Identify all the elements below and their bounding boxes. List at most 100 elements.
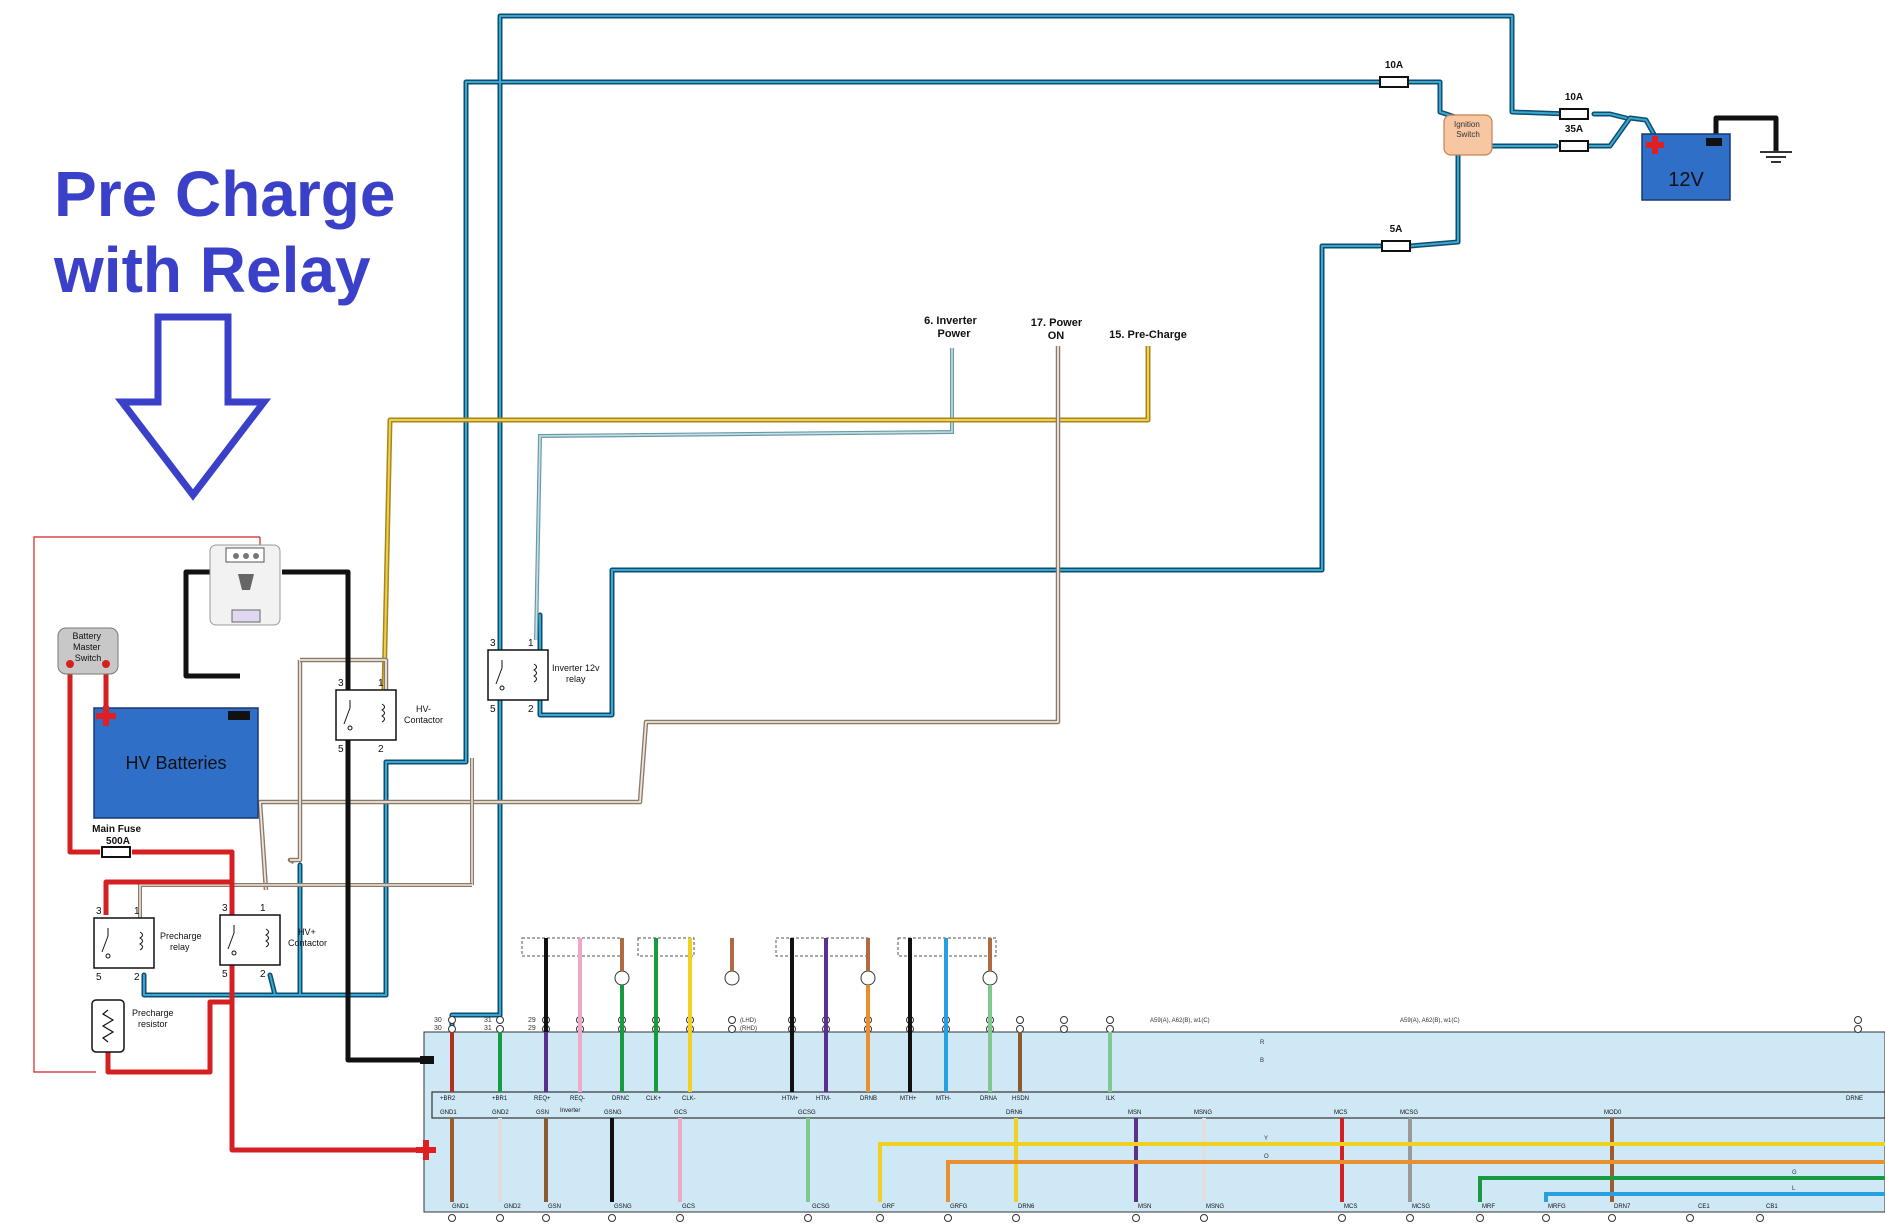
label-gnd2-top: GND2: [492, 1110, 509, 1116]
fuse-35a: [1559, 140, 1589, 152]
hv-batteries-label: HV Batteries: [125, 753, 226, 773]
label-drnc: DRNC: [612, 1096, 630, 1102]
pin-3: 3: [338, 678, 344, 689]
wire-letter-y: Y: [1264, 1136, 1268, 1142]
signal-line: Power: [937, 328, 971, 340]
label-line: Contactor: [404, 715, 443, 725]
label-line: Precharge: [132, 1008, 174, 1018]
label-mcs-top: MCS: [1334, 1110, 1347, 1116]
label-msng: MSNG: [1206, 1204, 1224, 1210]
label-drn7: DRN7: [1614, 1204, 1631, 1210]
label-line: Battery: [72, 631, 101, 641]
pin-3: 3: [490, 638, 496, 649]
connector-ref-right: A59(A), A62(B), w1(C): [1400, 1018, 1460, 1024]
battery-master-switch: Battery Master Switch: [57, 627, 119, 675]
label-br1: +BR1: [492, 1096, 508, 1102]
battery-12v-label: 12V: [1668, 169, 1704, 191]
fuse-10a-label: 10A: [1565, 92, 1583, 103]
hv-batteries: HV Batteries: [93, 706, 259, 819]
label-gnd1: GND1: [452, 1204, 469, 1210]
label-drn6-top: DRN6: [1006, 1110, 1023, 1116]
label-htm-plus: HTM+: [782, 1096, 799, 1102]
label-mth-minus: MTH-: [936, 1096, 951, 1102]
label-mth-plus: MTH+: [900, 1096, 917, 1102]
label-drna: DRNA: [980, 1096, 997, 1102]
pin-2: 2: [260, 969, 266, 980]
label-line: relay: [170, 942, 190, 952]
signal-pre-charge: 15. Pre-Charge: [1109, 329, 1187, 341]
label-gnd1-top: GND1: [440, 1110, 457, 1116]
label-mrf: MRF: [1482, 1204, 1495, 1210]
label-mcs: MCS: [1344, 1204, 1357, 1210]
pin-5: 5: [222, 969, 228, 980]
label-req-plus: REQ+: [534, 1096, 551, 1102]
label-line: Inverter 12v: [552, 663, 600, 673]
connector-ref-left: A59(A), A62(B), w1(C): [1150, 1018, 1210, 1024]
label-section-inverter: Inverter: [560, 1108, 580, 1114]
pin-1: 1: [378, 678, 384, 689]
label-line: Switch: [75, 653, 102, 663]
label-mod0-top: MOD0: [1604, 1110, 1622, 1116]
label-gcs: GCS: [682, 1204, 695, 1210]
label-line: HV-: [416, 704, 431, 714]
fuse-top-label: 10A: [1385, 60, 1403, 71]
pin-1: 1: [260, 903, 266, 914]
label-mrfg: MRFG: [1548, 1204, 1566, 1210]
signal-line: 6. Inverter: [924, 315, 977, 327]
pin-5: 5: [96, 972, 102, 983]
wire-letter-l: L: [1792, 1186, 1796, 1192]
label-line: Contactor: [288, 938, 327, 948]
pre-charge-wire: [381, 346, 1151, 691]
label-gnd2: GND2: [504, 1204, 521, 1210]
hv-master-switch-device: [209, 544, 281, 626]
label-gsng-top: GSNG: [604, 1110, 622, 1116]
label-clk-plus: CLK+: [646, 1096, 662, 1102]
connector-rhd: (RHD): [740, 1026, 757, 1032]
svg-text:31: 31: [484, 1017, 492, 1024]
label-mcsg-top: MCSG: [1400, 1110, 1418, 1116]
battery-master-switch-label: Battery Master Switch: [72, 631, 103, 663]
inverter-12v-relay-label: Inverter 12v relay: [552, 663, 602, 684]
pin-5: 5: [338, 744, 344, 755]
battery-12v: 12V: [1641, 133, 1731, 201]
label-br2: +BR2: [440, 1096, 456, 1102]
pin-5: 5: [490, 704, 496, 715]
fuses: [101, 76, 1589, 858]
label-line: HV+: [298, 927, 316, 937]
down-arrow-icon: [114, 313, 272, 501]
label-mcsg: MCSG: [1412, 1204, 1430, 1210]
label-ce1: CE1: [1698, 1204, 1710, 1210]
fuse-main: [101, 846, 131, 858]
precharge-relay-label: Precharge relay: [160, 931, 204, 952]
precharge-resistor-label: Precharge resistor: [132, 1008, 176, 1029]
svg-text:30: 30: [434, 1017, 442, 1024]
inverter-12v-relay: 3 1 5 2 Inverter 12v relay: [487, 638, 602, 715]
label-htm-minus: HTM-: [816, 1096, 831, 1102]
label-grfg: GRFG: [950, 1204, 968, 1210]
pin-2: 2: [528, 704, 534, 715]
svg-text:29: 29: [528, 1017, 536, 1024]
hv-minus-contactor: 3 1 5 2 HV- Contactor: [335, 678, 443, 755]
hv-minus-contactor-label: HV- Contactor: [404, 704, 443, 725]
pin-2: 2: [378, 744, 384, 755]
signal-power-on: 17. Power ON: [1031, 317, 1085, 342]
ignition-line: Ignition: [1454, 120, 1480, 129]
ignition-switch: Ignition Switch: [1443, 114, 1493, 156]
label-gcs-top: GCS: [674, 1110, 687, 1116]
precharge-resistor: Precharge resistor: [91, 999, 176, 1053]
ignition-switch-label: Ignition Switch: [1454, 120, 1482, 139]
wire-letter-o: O: [1264, 1154, 1269, 1160]
fuse-top: [1379, 76, 1409, 88]
label-msng-top: MSNG: [1194, 1110, 1212, 1116]
fuse-5a-label: 5A: [1390, 224, 1403, 235]
ground-icon: [1760, 150, 1792, 163]
connector-lhd: (LHD): [740, 1018, 756, 1024]
pin-1: 1: [528, 638, 534, 649]
fuse-35a-label: 35A: [1565, 124, 1583, 135]
label-line: 500A: [106, 836, 130, 847]
wire-letter-b: B: [1260, 1058, 1264, 1064]
label-hsdn: HSDN: [1012, 1096, 1029, 1102]
label-line: Master: [73, 642, 101, 652]
